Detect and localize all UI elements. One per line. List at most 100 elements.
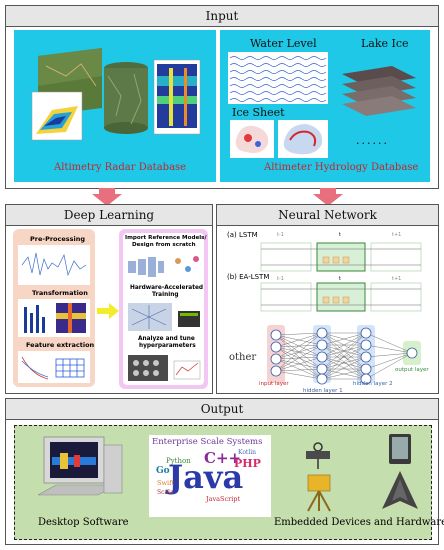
tuning-image	[128, 355, 201, 381]
model-architecture-image	[128, 256, 199, 277]
transformation-label: Transformation	[32, 289, 88, 297]
satellite-dish-icon	[306, 442, 330, 469]
hw-training-label-1: Hardware-Accelerated	[130, 285, 204, 291]
network-edge	[321, 332, 367, 370]
network-edge	[321, 344, 367, 370]
arrow-input-to-deep-learning	[92, 188, 122, 206]
network-edge	[365, 352, 413, 358]
hidden-layer-2-label: hidden layer 2	[353, 381, 393, 387]
arrow-preprocess-to-training	[97, 303, 119, 319]
deep-learning-panel: Deep Learning Pre-Processing Transformat…	[5, 204, 213, 394]
network-edge	[365, 352, 413, 380]
ea-lstm-label: (b) EA-LSTM	[227, 273, 270, 281]
network-edge	[321, 356, 367, 370]
lstm-diagrams	[260, 242, 422, 312]
word-cpp: C++	[204, 449, 242, 467]
ellipsis: ......	[356, 134, 389, 147]
arrow-input-to-neural-network	[313, 188, 343, 206]
network-edge	[365, 332, 413, 354]
network-node	[316, 327, 328, 339]
analyze-label-1: Analyze and tune	[138, 336, 195, 342]
hw-training-label-2: Training	[152, 292, 179, 298]
network-edge	[275, 358, 323, 380]
gpu-training-image	[128, 303, 200, 331]
input-layer-label: input layer	[259, 381, 289, 387]
deep-learning-title: Deep Learning	[6, 205, 212, 226]
network-node	[316, 351, 328, 363]
feedforward-network	[267, 325, 421, 385]
network-edge	[365, 344, 413, 354]
network-node	[360, 373, 372, 385]
embedded-label: Embedded Devices and Hardware	[274, 517, 444, 528]
lstm-t-minus: t-1	[277, 232, 284, 238]
network-edge	[275, 370, 323, 380]
hidden-layer-1-label: hidden layer 1	[303, 388, 343, 394]
import-models-label-2: Design from scratch	[132, 242, 196, 248]
output-layer-label: output layer	[395, 367, 429, 373]
hydrology-imagery	[228, 52, 416, 158]
hydrology-caption: Altimeter Hydrology Database	[264, 162, 419, 173]
network-edge	[275, 344, 323, 372]
import-models-label-1: Import Reference Models/	[125, 235, 207, 241]
network-edge	[275, 332, 323, 372]
altimetry-caption: Altimetry Radar Database	[54, 162, 187, 173]
word-scala: Scala	[157, 489, 174, 496]
lstm-t: t	[339, 232, 341, 238]
drone-icon	[382, 471, 418, 509]
enterprise-label: Enterprise Scale Systems	[152, 437, 263, 447]
pre-processing-chart	[18, 245, 90, 285]
ea-lstm-t-minus: t-1	[277, 276, 284, 282]
word-go: Go	[156, 466, 170, 476]
ea-lstm-t: t	[339, 276, 341, 282]
language-word-cloud	[149, 435, 271, 517]
network-node	[270, 365, 282, 377]
word-swift: Swift	[157, 479, 175, 487]
network-node	[360, 327, 372, 339]
network-node	[406, 347, 418, 359]
network-edge	[365, 352, 413, 370]
output-panel: Output Desktop Software Enterprise Scale…	[5, 398, 444, 545]
transformation-chart	[18, 299, 90, 337]
desktop-computer-icon	[38, 436, 123, 496]
altimetry-imagery	[31, 48, 201, 141]
lstm-label: (a) LSTM	[227, 231, 258, 239]
network-edge	[321, 368, 367, 380]
network-node	[316, 363, 328, 375]
network-node	[316, 373, 328, 385]
pre-processing-label: Pre-Processing	[30, 235, 86, 243]
neural-network-title: Neural Network	[217, 205, 438, 226]
neural-network-panel: Neural Network (a) LSTM (b) EA-LSTM t-1 …	[216, 204, 439, 394]
feature-extraction-chart	[18, 351, 90, 383]
analyze-label-2: hyperparameters	[139, 343, 196, 349]
input-title: Input	[6, 6, 438, 27]
network-edge	[321, 332, 367, 358]
network-node	[316, 339, 328, 351]
network-edge	[321, 356, 367, 380]
network-edge	[275, 356, 323, 372]
tablet-icon	[389, 434, 411, 464]
word-java: Java	[168, 458, 244, 496]
network-node	[360, 363, 372, 375]
network-edge	[321, 344, 367, 380]
water-level-label: Water Level	[250, 37, 317, 50]
feature-extraction-label: Feature extraction	[26, 341, 95, 349]
tripod-icon	[307, 474, 331, 512]
word-kotlin: Kotlin	[238, 449, 257, 456]
network-node	[270, 353, 282, 365]
word-php: PHP	[234, 457, 261, 470]
network-edge	[275, 368, 323, 372]
network-edge	[275, 332, 323, 348]
network-edge	[321, 332, 367, 380]
network-node	[360, 339, 372, 351]
word-python: Python	[166, 457, 191, 465]
input-panel: Input Altimetry Radar Database Water Lev…	[5, 5, 439, 189]
network-edge	[275, 332, 323, 336]
word-javascript: JavaScript	[206, 495, 241, 503]
network-edge	[275, 332, 323, 360]
network-edge	[321, 332, 367, 346]
output-title: Output	[6, 399, 438, 420]
lake-ice-label: Lake Ice	[361, 37, 409, 50]
lstm-t-plus: t+1	[392, 232, 402, 238]
ea-lstm-t-plus: t+1	[392, 276, 402, 282]
network-edge	[275, 346, 323, 380]
